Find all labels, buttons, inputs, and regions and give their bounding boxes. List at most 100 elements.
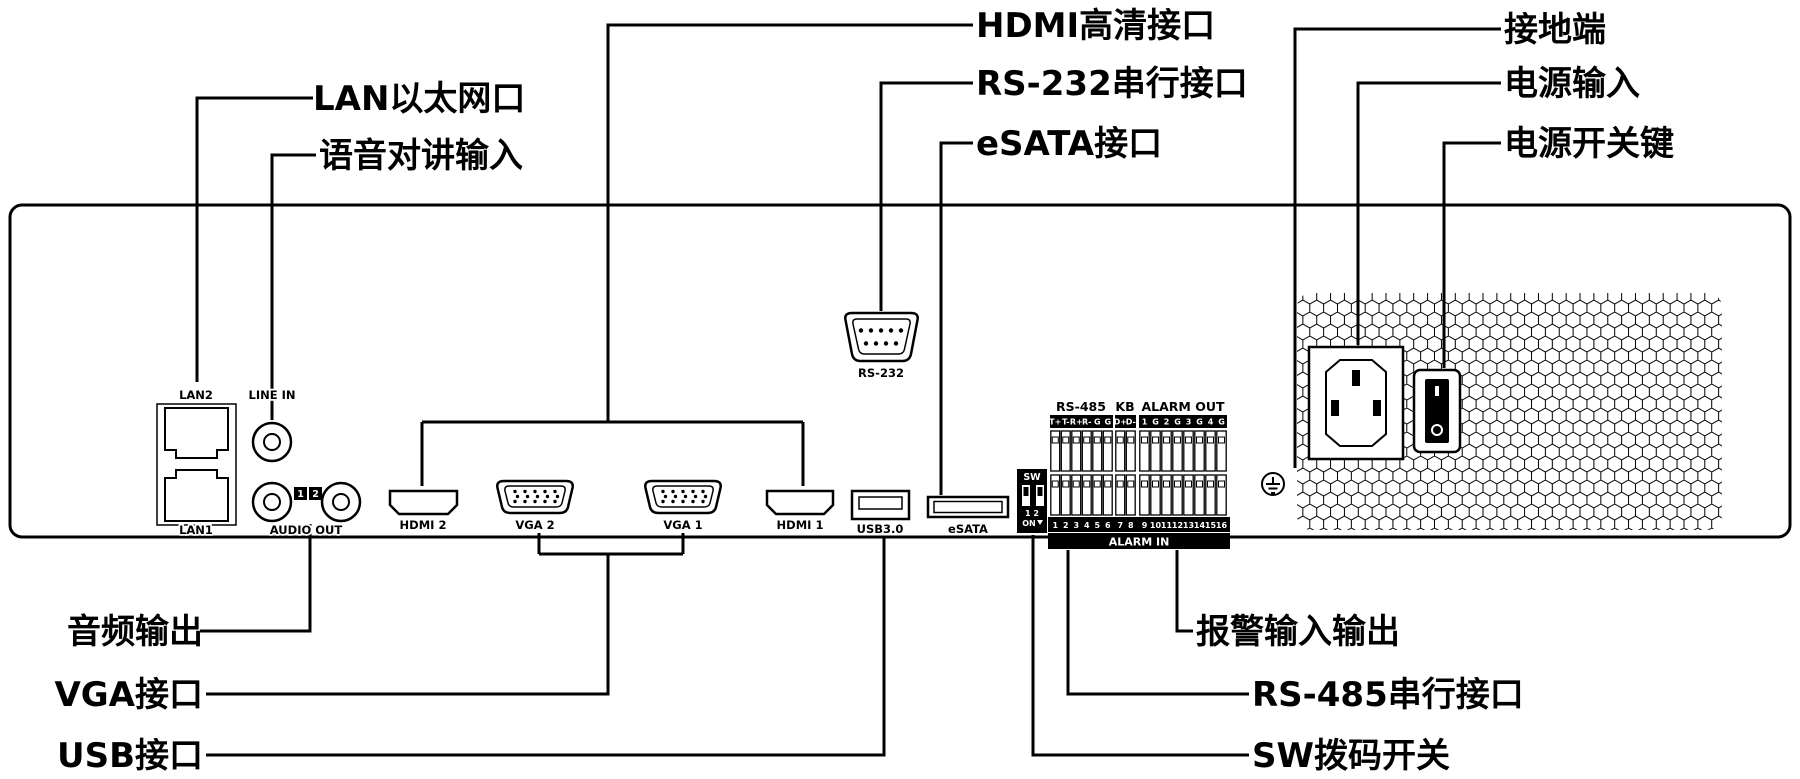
vga-pin-hole [701, 489, 705, 494]
hdmi2-connector [388, 489, 459, 516]
callout-lines [195, 23, 1501, 757]
terminal-cell [1194, 474, 1205, 516]
terminal-pin-label: G [1094, 418, 1101, 427]
callout-line-ground [1293, 27, 1501, 468]
power-section [1261, 293, 1722, 530]
terminal-screw [1093, 480, 1101, 488]
terminal-pin-label: G [1196, 418, 1203, 427]
terminal-screw [1141, 480, 1148, 488]
rs232-label: RS-232 [858, 366, 904, 380]
rs232-pin [873, 341, 879, 346]
lan-housing [156, 403, 237, 526]
kb-group-label: KB [1115, 399, 1134, 414]
terminal-cell [1216, 430, 1227, 472]
label-audio-out: 音频输出 [67, 612, 203, 652]
terminal-pin-label: D- [1126, 418, 1136, 427]
vga-pin-hole [543, 499, 547, 504]
terminal-screw [1207, 436, 1214, 444]
terminal-marking-strip [1050, 415, 1113, 428]
terminal-screw [1141, 436, 1148, 444]
vga-pin-hole [671, 489, 675, 494]
terminal-cell [1139, 430, 1150, 472]
vga1-connector [644, 479, 722, 515]
esata-connector [926, 495, 1010, 519]
hdmi2-port: HDMI 2 [388, 489, 459, 534]
hdmi1-label: HDMI 1 [777, 518, 824, 532]
rs232-pin [893, 341, 899, 346]
terminal-pin-label: D+ [1114, 418, 1127, 427]
alarm-in-number: 13 [1183, 521, 1194, 530]
rs232-connector-inner [852, 318, 911, 355]
vga-pin-hole [693, 494, 698, 499]
sw-on-label: ON [1022, 519, 1036, 528]
vga-pin-hole [671, 499, 675, 504]
callout-line-usb [206, 537, 886, 757]
alarm-in-number: 7 [1117, 521, 1123, 530]
terminal-screw [1174, 436, 1181, 444]
vga-pin-hole [523, 499, 527, 504]
terminal-screw [1051, 480, 1059, 488]
terminal-screw [1062, 480, 1070, 488]
vga-pin-hole [525, 494, 530, 499]
terminal-screw [1127, 480, 1135, 488]
alarm-in-number: 10 [1150, 521, 1162, 530]
terminal-marking-strip [1139, 415, 1227, 428]
terminal-cell [1139, 474, 1150, 516]
vga-pin-hole [661, 489, 665, 494]
terminal-cell [1092, 430, 1103, 472]
vga-pin-hole [683, 494, 688, 499]
terminal-screw [1196, 480, 1203, 488]
terminal-cell [1071, 430, 1082, 472]
vga2-connector [496, 479, 574, 515]
terminal-cell [1150, 474, 1161, 516]
terminal-screw [1104, 480, 1112, 488]
terminal-cell [1115, 474, 1126, 516]
vga-pin-hole [691, 499, 695, 504]
vga-pin-hole [535, 494, 540, 499]
terminal-cell [1092, 474, 1103, 516]
dip-switch-module: SW 1 2 ON [1017, 469, 1047, 533]
vga-pin-hole [533, 499, 537, 504]
label-alarm-io: 报警输入输出 [1196, 612, 1400, 652]
alarm-in-number: 9 [1142, 521, 1148, 530]
audio-out2-jack-inner [332, 493, 350, 511]
callout-line-sw [1031, 535, 1249, 757]
switch-on-mark [1435, 386, 1439, 396]
terminal-cell [1102, 430, 1113, 472]
alarm-in-number: 4 [1084, 521, 1090, 530]
terminal-screw [1116, 436, 1124, 444]
alarm-in-number: 16 [1216, 521, 1228, 530]
alarm-in-number: 8 [1128, 521, 1134, 530]
terminal-screw [1104, 436, 1112, 444]
audio-ch1-label: 1 [297, 489, 304, 500]
terminal-pin-label: G [1152, 418, 1159, 427]
terminal-pin-label: 2 [1164, 418, 1170, 427]
vga-pin-hole [673, 494, 678, 499]
terminal-screw [1062, 436, 1070, 444]
terminal-marking-strip [1115, 415, 1136, 428]
esata-label: eSATA [948, 522, 988, 536]
terminal-screw [1127, 436, 1135, 444]
inlet-neutral-pin [1373, 400, 1381, 416]
terminal-cell [1194, 430, 1205, 472]
label-esata: eSATA接口 [976, 124, 1162, 164]
terminal-cell [1050, 430, 1061, 472]
terminal-cell [1205, 474, 1216, 516]
sw-numbers-label: 1 2 [1025, 509, 1039, 518]
ground-terminal-icon [1261, 472, 1285, 496]
lan2-jack [164, 407, 229, 459]
terminal-cell [1081, 430, 1092, 472]
vga1-label: VGA 1 [663, 518, 702, 532]
hdmi1-connector [765, 489, 835, 516]
rs232-pin [878, 328, 884, 333]
lan2-label: LAN2 [179, 388, 213, 402]
label-power-switch: 电源开关键 [1504, 124, 1674, 164]
rs232-pins [858, 328, 904, 346]
power-inlet-socket [1325, 359, 1387, 447]
vga-pin-hole [703, 494, 708, 499]
audio-ch1-badge [294, 487, 307, 500]
terminal-pin-label: 3 [1186, 418, 1192, 427]
